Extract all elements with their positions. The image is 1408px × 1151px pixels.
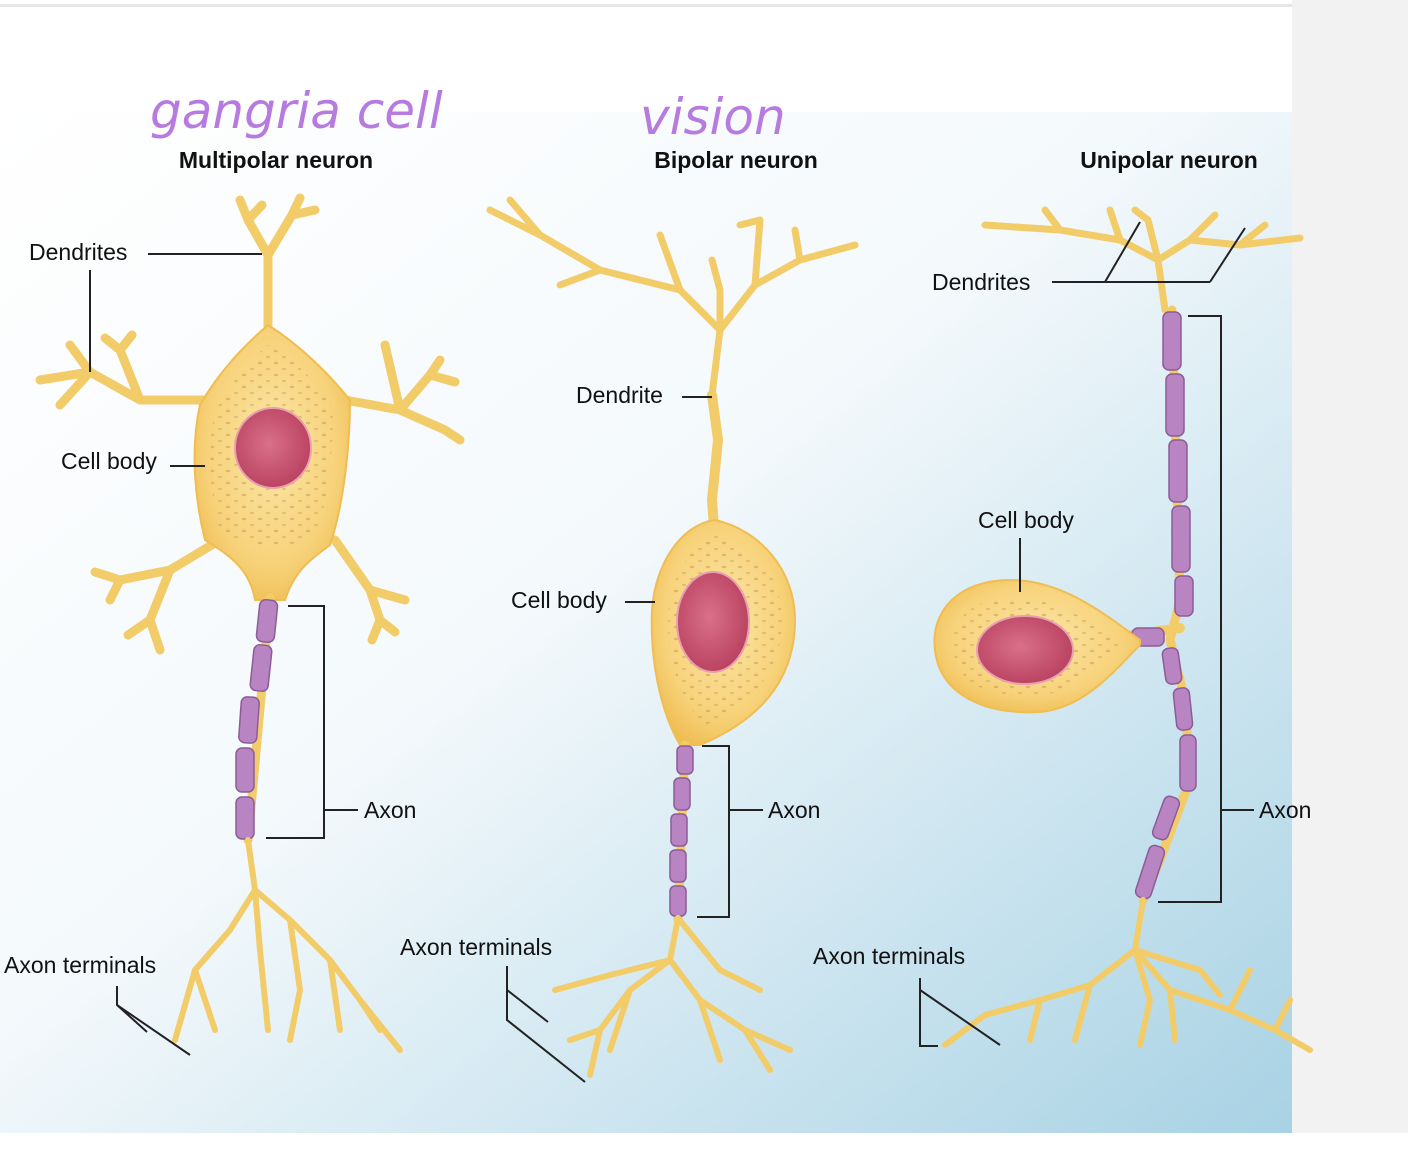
multipolar-myelin <box>235 599 279 840</box>
header-area <box>0 8 1292 112</box>
unipolar-title: Unipolar neuron <box>1080 147 1258 173</box>
unipolar-myelin <box>1134 311 1197 900</box>
unipolar-dendrites-leader <box>1052 221 1246 283</box>
bipolar-myelin <box>669 745 694 917</box>
unipolar-axon-bracket <box>1158 315 1254 903</box>
top-divider <box>0 4 1292 7</box>
multipolar-dendrites <box>35 193 465 655</box>
bottom-margin <box>0 1133 1408 1151</box>
bipolar-axon-bracket <box>697 745 763 918</box>
bipolar-neuron <box>486 196 859 1083</box>
multipolar-axon-label: Axon <box>364 797 416 823</box>
multipolar-cell-body-label: Cell body <box>61 448 157 474</box>
unipolar-cell-body-label: Cell body <box>978 507 1074 533</box>
multipolar-dendrites-label: Dendrites <box>29 239 127 265</box>
unipolar-axon-terminals-shape <box>942 897 1313 1053</box>
bipolar-title: Bipolar neuron <box>654 147 818 173</box>
bipolar-axon-label: Axon <box>768 797 820 823</box>
multipolar-title: Multipolar neuron <box>179 147 373 173</box>
multipolar-axon-bracket <box>266 605 358 839</box>
unipolar-nucleus <box>976 615 1074 685</box>
bipolar-axon-terminals-label: Axon terminals <box>400 934 552 960</box>
bipolar-dendrite-label: Dendrite <box>576 382 663 408</box>
unipolar-dendrites-label: Dendrites <box>932 269 1030 295</box>
handwritten-note-bipolar: vision <box>640 88 786 146</box>
bipolar-axon-terminals-shape <box>552 915 793 1078</box>
bipolar-cell-body-label: Cell body <box>511 587 607 613</box>
bipolar-nucleus <box>676 571 750 673</box>
bipolar-dendrite-trunk <box>707 390 723 545</box>
multipolar-axon-terminals-shape <box>172 837 403 1053</box>
bipolar-terminals-leader <box>506 966 586 1083</box>
unipolar-axon-terminals-label: Axon terminals <box>813 943 965 969</box>
unipolar-neuron <box>919 206 1313 1053</box>
handwritten-note-multipolar: gangria cell <box>150 82 443 140</box>
unipolar-axon-label: Axon <box>1259 797 1311 823</box>
multipolar-terminals-leader <box>116 986 191 1056</box>
multipolar-axon-terminals-label: Axon terminals <box>4 952 156 978</box>
bipolar-dendrites <box>486 196 859 399</box>
unipolar-dendrites <box>981 206 1304 314</box>
side-panel <box>1292 0 1408 1151</box>
multipolar-neuron <box>35 193 465 1056</box>
multipolar-nucleus <box>234 407 312 489</box>
unipolar-terminals-leader <box>919 978 1001 1047</box>
